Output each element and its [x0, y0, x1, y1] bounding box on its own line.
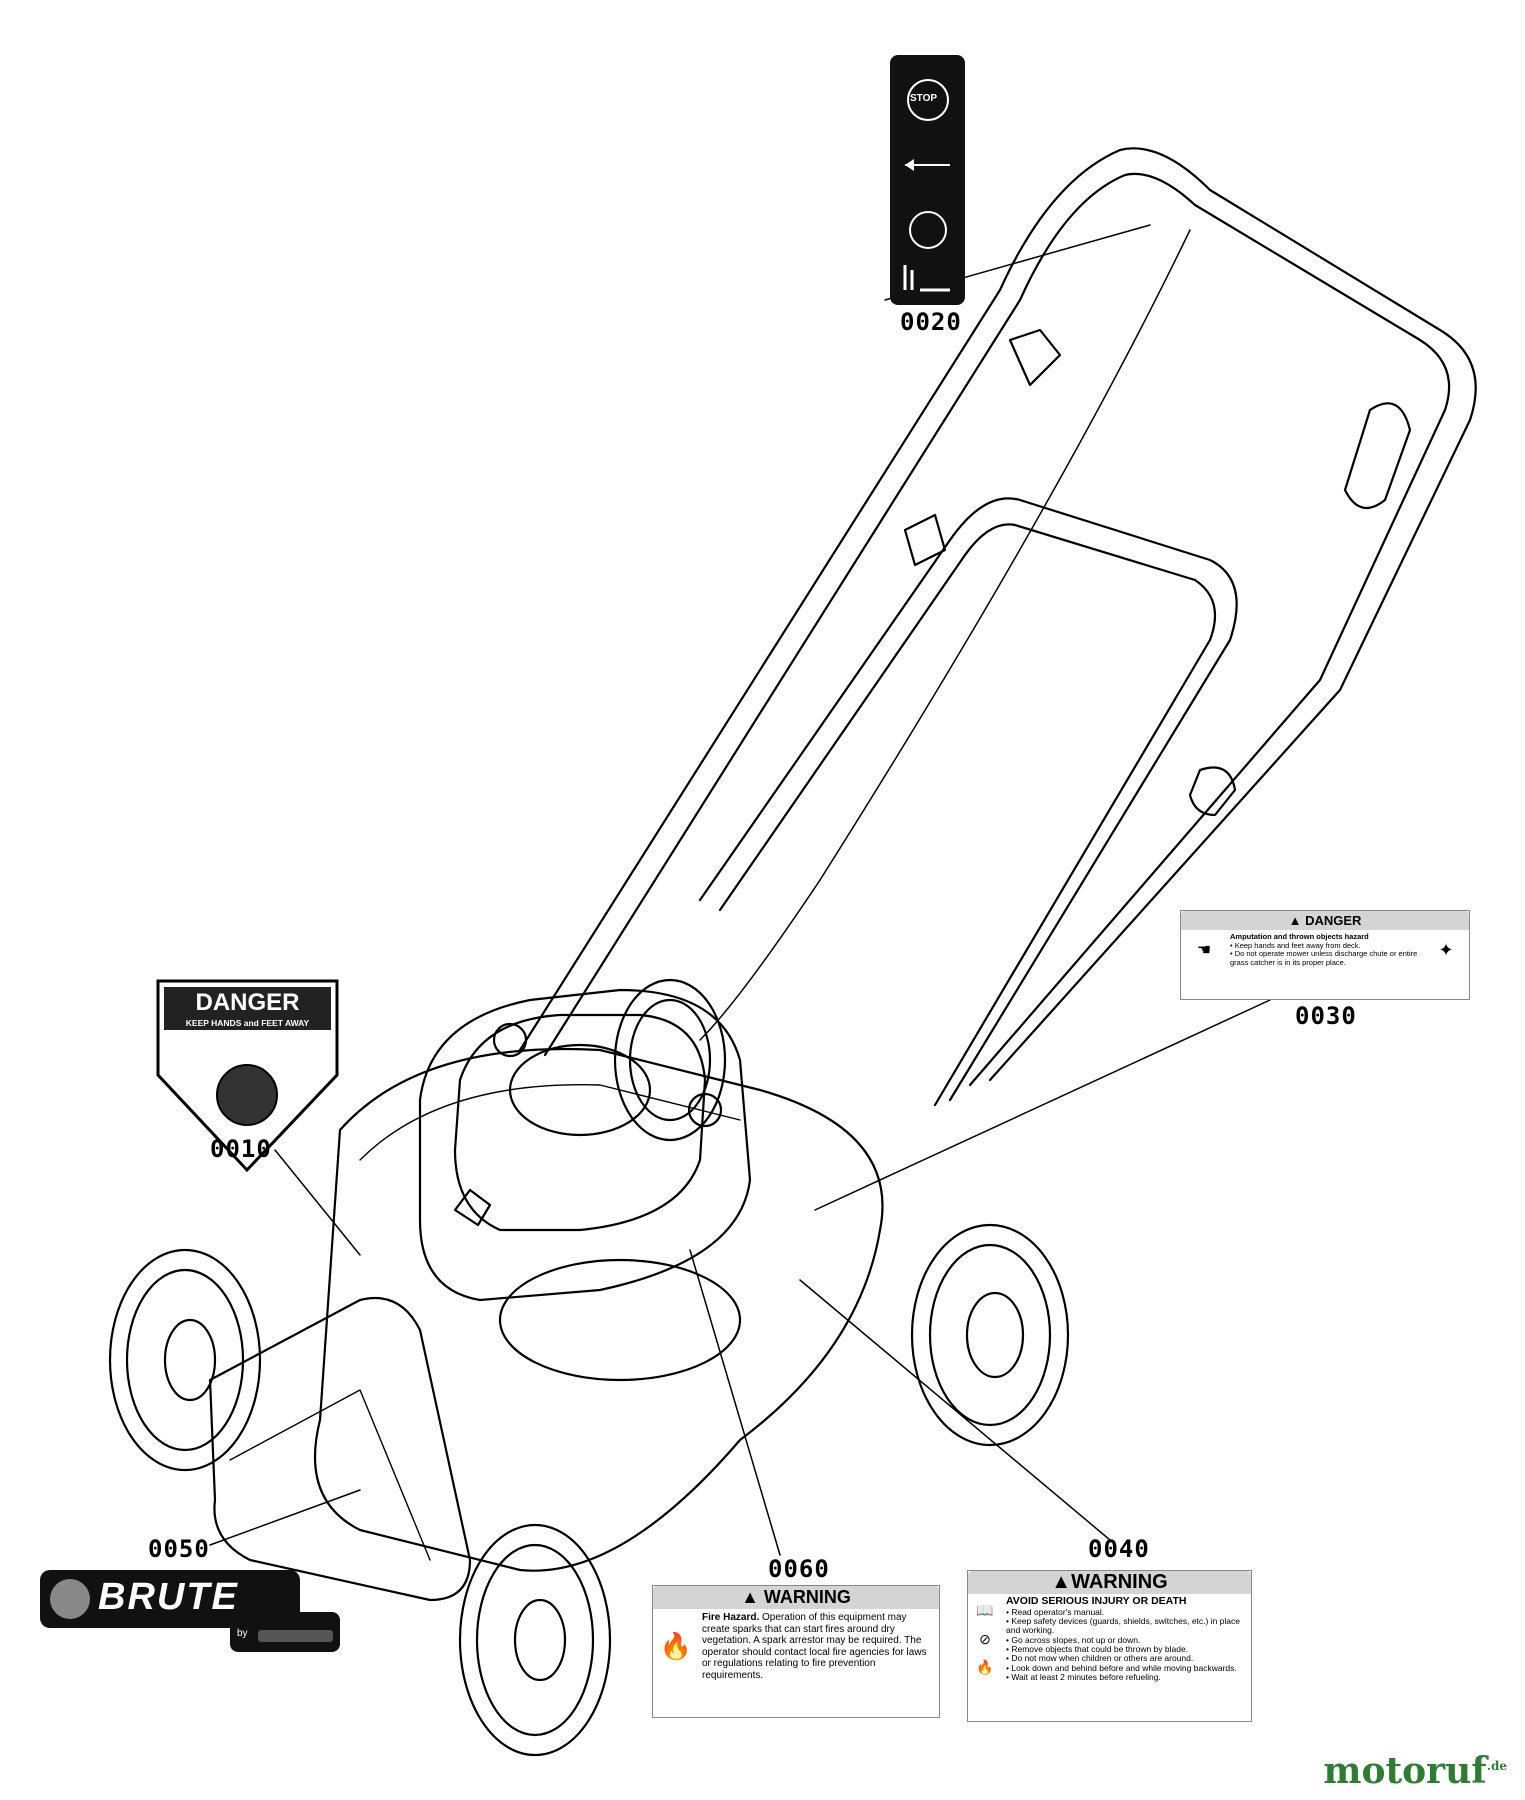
leader-0030: [814, 999, 1271, 1211]
decal-0020-start-stop: STOP: [890, 55, 965, 305]
rear-left-wheel: [108, 1248, 262, 1472]
engine-cap: [508, 1043, 652, 1137]
watermark-suffix: .de: [1486, 1759, 1507, 1773]
handle-knob-left: [903, 513, 947, 567]
leader-0050: [209, 1489, 361, 1546]
deck-lip: [359, 1084, 741, 1161]
front-left-wheel: [458, 1523, 612, 1757]
callout-0050: 0050: [148, 1535, 210, 1563]
callout-0010: 0010: [210, 1135, 272, 1163]
decal-0050-brute: BRUTE by: [40, 1570, 340, 1655]
warning-triangle-icon: ▲: [741, 1587, 764, 1607]
hand-feet-icon: ☚: [1196, 942, 1212, 960]
decal-0030-line2: • Do not operate mower unless discharge …: [1230, 949, 1418, 967]
decal-0010-subtitle: KEEP HANDS and FEET AWAY: [185, 1018, 310, 1028]
decal-0040-line: • Go across slopes, not up or down.: [1006, 1634, 1141, 1645]
callout-0030: 0030: [1295, 1002, 1357, 1030]
decal-0040-line: • Look down and behind before and while …: [1006, 1662, 1237, 1673]
watermark-text: motoruf: [1323, 1750, 1487, 1792]
engine-run-icon: [909, 211, 947, 249]
oil-cap: [492, 1022, 528, 1058]
decal-0040-line: • Do not mow when children or others are…: [1006, 1653, 1194, 1664]
decal-0060-text: Operation of this equipment may create s…: [702, 1612, 927, 1681]
stop-label: STOP: [910, 93, 938, 104]
thrown-object-icon: ✦: [1438, 939, 1454, 960]
callout-0020: 0020: [900, 308, 962, 336]
leader-0040: [799, 1279, 1111, 1541]
decal-0010-danger: DANGER KEEP HANDS and FEET AWAY: [150, 975, 345, 1175]
handle-upper-loop-inner: [543, 172, 1451, 1087]
callout-0060: 0060: [768, 1555, 830, 1583]
warning-triangle-icon: ▲: [1051, 1571, 1072, 1593]
rear-right-wheel: [910, 1223, 1070, 1447]
briggs-logo-icon: [258, 1630, 333, 1642]
leader-0060: [689, 1249, 781, 1556]
no-children-icon: ⊘: [979, 1630, 991, 1647]
hand-caution-icon: [216, 1064, 278, 1126]
decal-0040-line: • Keep safety devices (guards, shields, …: [1006, 1615, 1241, 1636]
decal-0030-title-text: DANGER: [1305, 913, 1362, 928]
callout-0040: 0040: [1088, 1535, 1150, 1563]
front-bumper: [208, 1296, 472, 1602]
decal-0030-title: ▲ DANGER: [1181, 911, 1469, 930]
warning-triangle-icon: ▲: [1288, 913, 1306, 928]
engine-badge: [453, 1188, 492, 1227]
watermark: motoruf.de: [1323, 1750, 1507, 1792]
decal-0040-warning: ▲WARNING 📖 ⊘ 🔥 AVOID SERIOUS INJURY OR D…: [967, 1570, 1252, 1722]
decal-0040-heading: AVOID SERIOUS INJURY OR DEATH: [1006, 1595, 1187, 1607]
decal-0040-line: • Read operator's manual.: [1006, 1606, 1105, 1617]
decal-0060-lead: Fire Hazard.: [702, 1612, 760, 1623]
leader-0010: [274, 1149, 361, 1256]
blade-housing: [498, 1258, 742, 1382]
manual-icon: 📖: [976, 1601, 994, 1618]
engine-shroud: [418, 988, 752, 1302]
handle-upper-loop: [518, 147, 1477, 1082]
decal-0040-title: WARNING: [1071, 1571, 1168, 1593]
adjust-knob: [1188, 766, 1237, 817]
fuel-cap: [687, 1092, 723, 1128]
bumper-inner: [229, 1389, 431, 1561]
decal-0020-icons: [903, 79, 950, 292]
throttle-cable: [699, 229, 1191, 1041]
engine-stop-icon: [907, 79, 949, 121]
decal-0060-warning: ▲ WARNING 🔥 Fire Hazard. Operation of th…: [652, 1585, 940, 1718]
front-right-wheel: [613, 978, 727, 1142]
decal-0030-danger: ▲ DANGER ☚ Amputation and thrown objects…: [1180, 910, 1470, 1000]
brand-name: BRUTE: [98, 1576, 239, 1618]
leader-lines: [209, 224, 1271, 1556]
handle-lower-loop: [698, 497, 1238, 1102]
mower-deck: [313, 1047, 884, 1572]
bear-logo-icon: [50, 1579, 90, 1619]
decal-0030-hazard: Amputation and thrown objects hazard: [1230, 932, 1369, 941]
decal-0060-title: WARNING: [763, 1587, 851, 1607]
bail-lever: [1008, 328, 1062, 387]
handle-lower-loop-inner: [718, 523, 1217, 1107]
decal-0040-line: • Wait at least 2 minutes before refueli…: [1006, 1671, 1161, 1682]
handle-knob-right: [1343, 402, 1412, 510]
grass-cut-icon: [903, 265, 950, 292]
engine-cover: [453, 1013, 707, 1232]
fire-icon: 🔥: [659, 1631, 693, 1661]
brand-by: by: [237, 1628, 248, 1639]
decal-0040-line: • Remove objects that could be thrown by…: [1006, 1643, 1189, 1654]
decal-0030-line1: • Keep hands and feet away from deck.: [1230, 940, 1361, 950]
fire-icon: 🔥: [976, 1659, 994, 1676]
decal-0010-title: DANGER: [195, 989, 300, 1016]
